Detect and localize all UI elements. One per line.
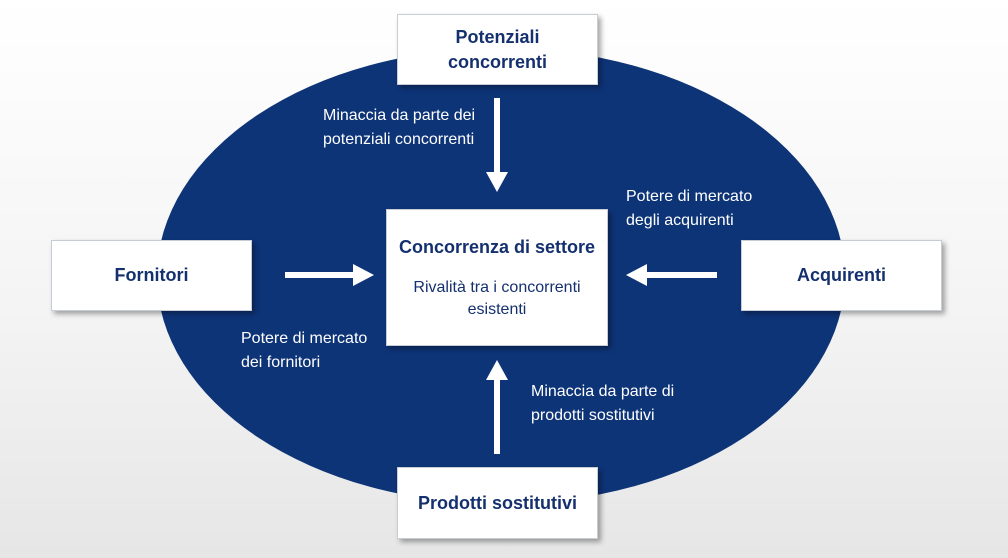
arrow-up-from-substitutes (486, 360, 508, 454)
substitutes-box: Prodotti sostitutivi (397, 467, 598, 539)
suppliers-box: Fornitori (51, 240, 252, 311)
substitutes-threat-label: Minaccia da parte di prodotti sostitutiv… (531, 383, 675, 424)
industry-competition-subtitle: Rivalità tra i concorrenti esistenti (413, 279, 581, 318)
buyers-power-label: Potere di mercato degli acquirenti (626, 188, 753, 229)
suppliers-label: Fornitori (114, 265, 189, 286)
potential-competitors-box: Potenziali concorrenti (397, 14, 598, 85)
arrow-down-from-potential-competitors (486, 98, 508, 192)
industry-competition-box: Concorrenza di settore Rivalità tra i co… (386, 209, 608, 346)
potential-competitors-label: Potenziali concorrenti (447, 27, 548, 72)
potential-competitors-threat-label: Minaccia da parte dei potenziali concorr… (323, 107, 476, 148)
industry-competition-title: Concorrenza di settore (398, 236, 596, 257)
arrow-left-from-buyers (626, 264, 717, 286)
suppliers-power-label: Potere di mercato dei fornitori (241, 330, 368, 371)
buyers-box: Acquirenti (741, 240, 942, 311)
substitutes-label: Prodotti sostitutivi (418, 492, 577, 513)
buyers-label: Acquirenti (796, 265, 886, 286)
arrow-right-from-suppliers (285, 264, 374, 286)
